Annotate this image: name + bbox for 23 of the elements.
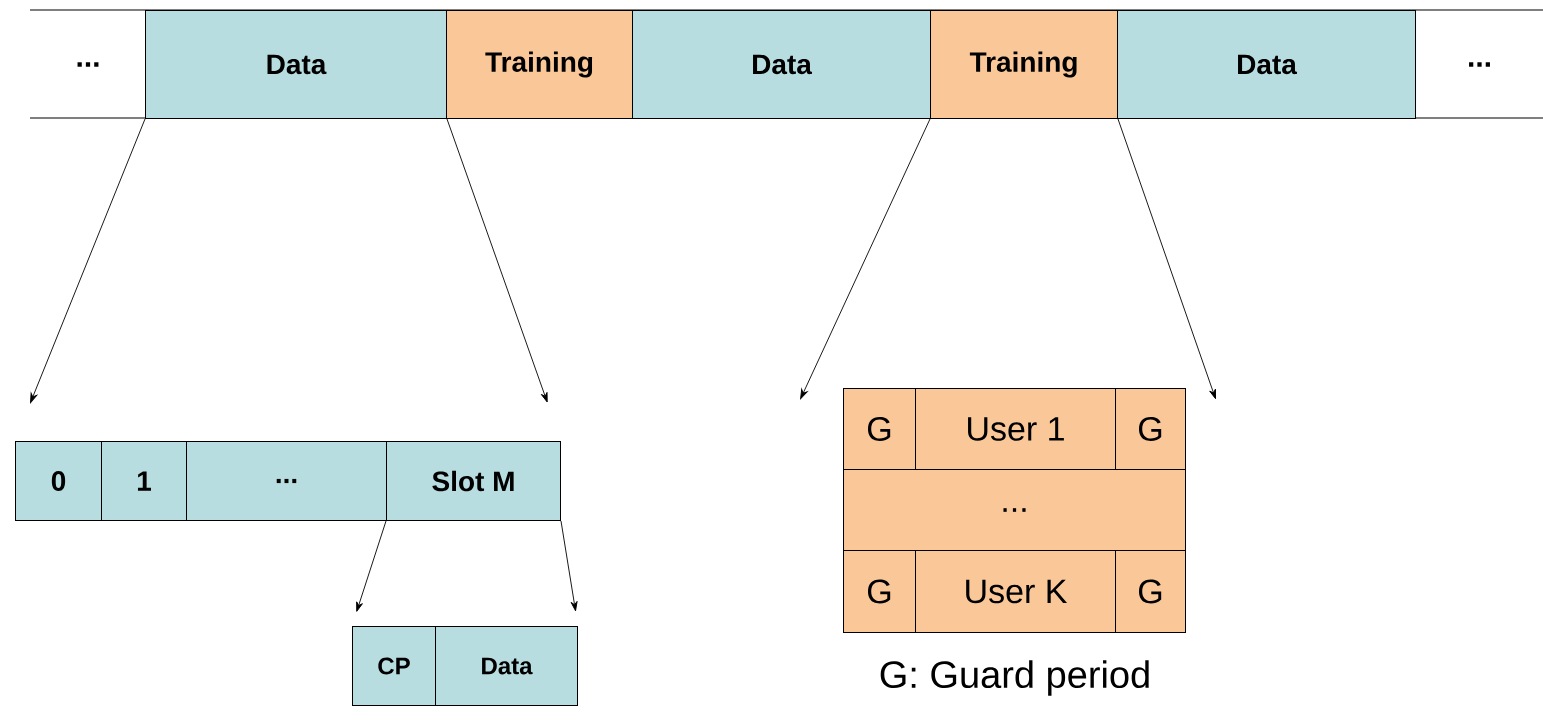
guard-cell: G xyxy=(843,550,916,633)
frame-segment: Data xyxy=(632,10,931,119)
legend-note: G: Guard period xyxy=(880,660,1149,696)
slot-cell: 0 xyxy=(15,441,102,521)
arrow xyxy=(560,520,578,612)
arrow xyxy=(1117,118,1216,400)
data-cell: Data xyxy=(435,626,578,706)
guard-cell: G xyxy=(843,388,916,470)
arrow xyxy=(800,118,931,400)
frame-segment: Training xyxy=(930,10,1118,119)
arrow xyxy=(446,118,548,403)
slot-cell: Slot M xyxy=(386,441,561,521)
guard-cell: G xyxy=(1115,388,1186,470)
slot-cell: 1 xyxy=(101,441,187,521)
arrow xyxy=(356,520,387,612)
arrow xyxy=(30,118,146,404)
guard-cell: G xyxy=(1115,550,1186,633)
frame-segment: Data xyxy=(1117,10,1416,119)
ellipsis-text: ... xyxy=(1469,62,1490,67)
ellipsis-text: ... xyxy=(77,62,99,67)
frame-segment: Training xyxy=(446,10,633,119)
frame-segment: Data xyxy=(145,10,447,119)
prefix-cell: CP xyxy=(352,626,436,706)
